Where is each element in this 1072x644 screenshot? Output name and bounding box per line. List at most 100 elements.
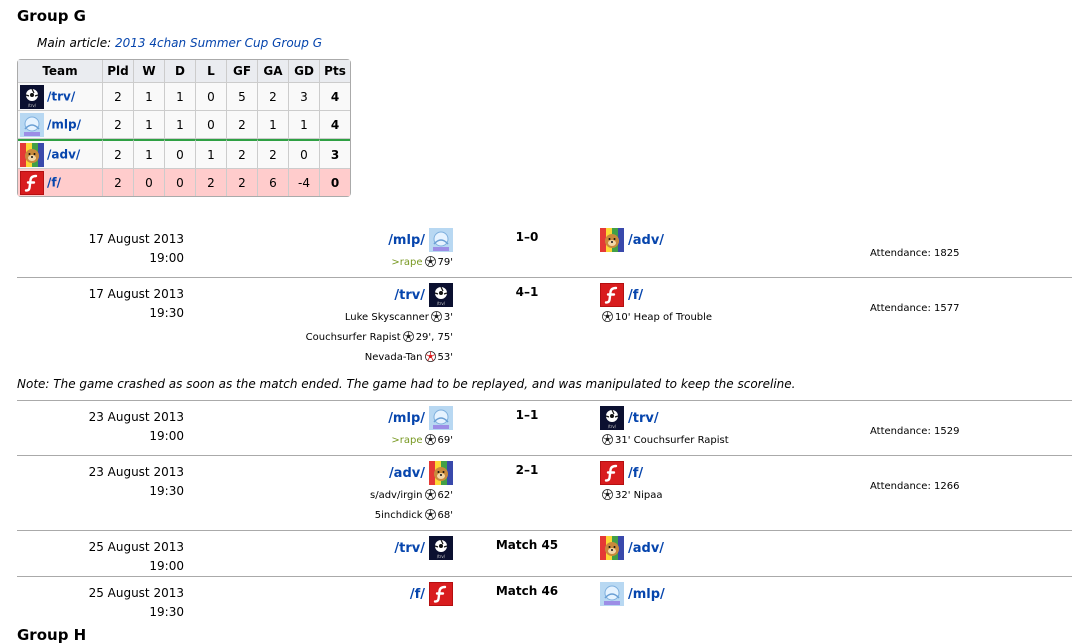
away-scorers: 10' Heap of Trouble [600, 308, 712, 328]
scorer: 10' Heap of Trouble [600, 308, 712, 328]
scorer-name: Heap of Trouble [633, 312, 713, 323]
away-team-link[interactable]: /f/ [628, 465, 644, 481]
away-team-link[interactable]: /adv/ [628, 232, 665, 248]
home-team-link[interactable]: /f/ [409, 586, 425, 602]
l-cell: 0 [196, 83, 227, 111]
group-h-heading: Group H [17, 626, 87, 644]
team-cell: /f/ [18, 169, 103, 196]
main-article-note: Main article: 2013 4chan Summer Cup Grou… [37, 36, 322, 50]
home-team-link[interactable]: /trv/ [394, 540, 425, 556]
home-team-link[interactable]: /trv/ [394, 287, 425, 303]
col-w: W [134, 60, 165, 83]
w-cell: 1 [134, 83, 165, 111]
mlp-icon [600, 582, 624, 606]
home-team: /f/ [410, 581, 453, 607]
scorer: s/adv/irgin 62' [370, 486, 453, 506]
scorer: >rape 79' [388, 253, 453, 273]
scorer-minute: 31' [615, 435, 631, 446]
match-date: 17 August 2013 [88, 232, 184, 246]
pld-cell: 2 [103, 111, 134, 139]
w-cell: 0 [134, 169, 165, 196]
gd-cell: -4 [289, 169, 320, 196]
away-team: /mlp/ [600, 581, 665, 607]
match-score: 1–0 [515, 230, 539, 244]
gf-cell: 2 [227, 111, 258, 139]
home-team: /trv/ [394, 535, 453, 561]
match-score: Match 46 [495, 584, 559, 598]
home-team-link[interactable]: /mlp/ [388, 232, 425, 248]
scorer-name: >rape [391, 257, 423, 268]
gf-cell: 2 [227, 139, 258, 169]
trv-icon [20, 85, 44, 109]
away-team-link[interactable]: /adv/ [628, 540, 665, 556]
match-time: 19:00 [149, 251, 184, 265]
f-icon [600, 461, 624, 485]
away-team-link[interactable]: /f/ [628, 287, 644, 303]
col-gd: GD [289, 60, 320, 83]
away-team-link[interactable]: /trv/ [628, 410, 659, 426]
ga-cell: 1 [258, 111, 289, 139]
trv-icon [429, 536, 453, 560]
soccer-ball-icon [425, 489, 436, 500]
home-team-link[interactable]: /mlp/ [388, 410, 425, 426]
match-date: 23 August 2013 [88, 410, 184, 424]
scorer-name: s/adv/irgin [369, 490, 423, 501]
pts-cell: 4 [320, 111, 350, 139]
d-cell: 1 [165, 83, 196, 111]
attendance: Attendance: 1266 [870, 481, 960, 492]
standings-table: Team Pld W D L GF GA GD Pts /trv/ 2 1 1 … [17, 59, 351, 197]
col-gf: GF [227, 60, 258, 83]
match-note: Note: The game crashed as soon as the ma… [17, 377, 796, 391]
table-row: /mlp/ 2 1 1 0 2 1 1 4 [18, 111, 350, 139]
scorer-name: Nevada-Tan [364, 352, 423, 363]
col-pld: Pld [103, 60, 134, 83]
trv-icon [600, 406, 624, 430]
ga-cell: 2 [258, 139, 289, 169]
mlp-icon [20, 113, 44, 137]
home-team-link[interactable]: /adv/ [388, 465, 425, 481]
away-scorers: 32' Nipaa [600, 486, 663, 506]
match-score: 1–1 [515, 408, 539, 422]
scorer-name: Luke Skyscanner [344, 312, 429, 323]
f-icon [20, 171, 44, 195]
scorer-name: Couchsurfer Rapist [633, 435, 729, 446]
match-time: 19:30 [149, 306, 184, 320]
col-d: D [165, 60, 196, 83]
team-link-f[interactable]: /f/ [47, 175, 61, 189]
soccer-ball-icon [425, 256, 436, 267]
match-time: 19:30 [149, 484, 184, 498]
team-link-trv[interactable]: /trv/ [47, 89, 76, 103]
gf-cell: 5 [227, 83, 258, 111]
main-article-link[interactable]: 2013 4chan Summer Cup Group G [114, 36, 323, 50]
scorer-minute: 79' [437, 257, 453, 268]
match-divider [17, 400, 1072, 401]
soccer-ball-icon [425, 509, 436, 520]
scorer-minute: 68' [437, 510, 453, 521]
f-icon [600, 283, 624, 307]
mlp-icon [429, 228, 453, 252]
team-link-mlp[interactable]: /mlp/ [47, 117, 81, 131]
own-goal-ball-icon [425, 351, 436, 362]
table-row: /f/ 2 0 0 2 2 6 -4 0 [18, 169, 350, 196]
away-team-link[interactable]: /mlp/ [628, 586, 665, 602]
attendance: Attendance: 1529 [870, 426, 960, 437]
match-divider [17, 530, 1072, 531]
l-cell: 1 [196, 139, 227, 169]
team-link-adv[interactable]: /adv/ [47, 147, 81, 161]
pld-cell: 2 [103, 139, 134, 169]
match-row: 17 August 2013 19:00 /mlp/ >rape 79' 1–0 /… [17, 222, 1072, 278]
attendance: Attendance: 1825 [870, 248, 960, 259]
scorer-minute: 62' [437, 490, 453, 501]
adv-icon [600, 536, 624, 560]
match-score: 4–1 [515, 285, 539, 299]
